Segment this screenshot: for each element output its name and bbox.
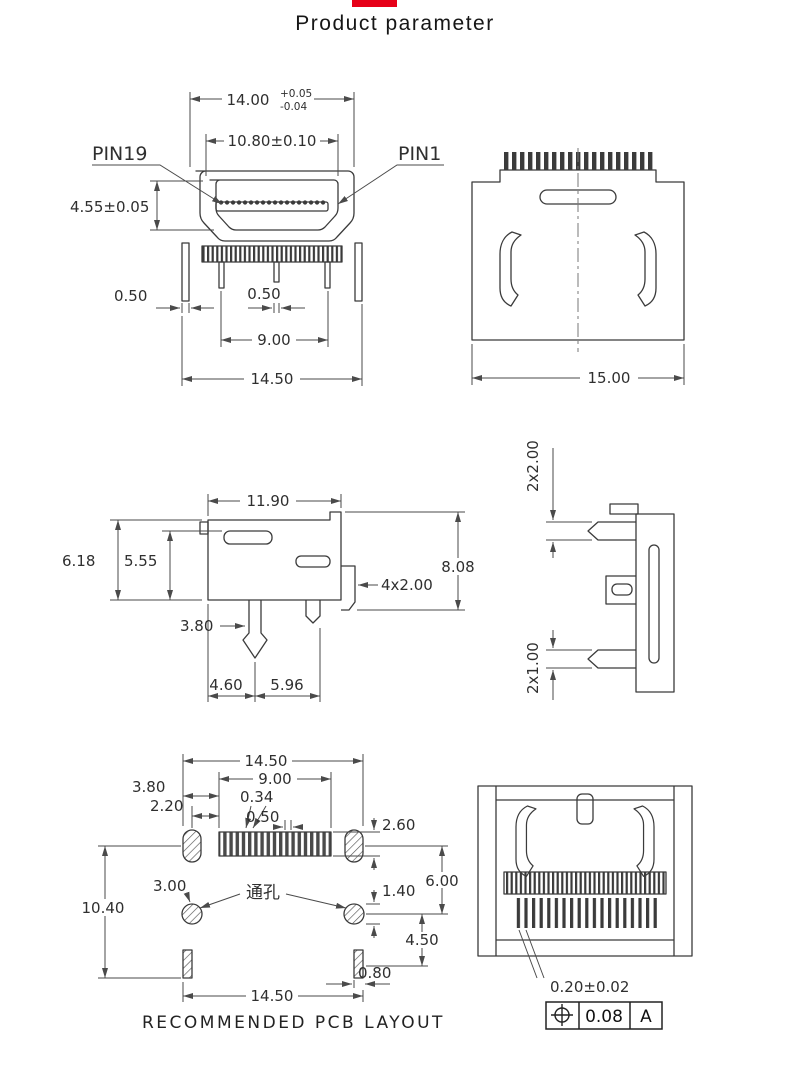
rear-side-view: 2x2.00 2x1.00: [524, 440, 675, 700]
page-title: Product parameter: [295, 12, 495, 35]
pin19-label: PIN19: [92, 143, 147, 165]
pin1-label: PIN1: [398, 143, 441, 165]
dim-side-leg-length: 3.80: [180, 617, 213, 635]
dim-leg-width-left: 0.50: [114, 287, 147, 305]
dim-front-width-tol-minus: -0.04: [280, 101, 307, 113]
mid-arm-slot: [611, 583, 633, 596]
snap-leg: [242, 600, 268, 659]
latch-spring-right: [634, 231, 657, 307]
dim-side-height-inner: 5.55: [124, 552, 157, 570]
dim-side-leg-spacing: 5.96: [270, 676, 303, 694]
dim-rear-top-tabs: 2x2.00: [524, 440, 542, 492]
tolerance-value: 0.08: [585, 1007, 623, 1027]
leg: [218, 261, 225, 289]
dim-top-width: 15.00: [588, 369, 631, 387]
body-outline: [471, 169, 685, 341]
solder-band: [201, 245, 343, 263]
dim-front-width: 14.00: [227, 91, 270, 109]
tab-slot-right: [353, 949, 364, 979]
contact-tongue: [215, 201, 329, 212]
tab-slot-left: [182, 949, 193, 979]
dim-front-overall-width: 14.50: [251, 370, 294, 388]
dim-pcb-pad-width: 0.34: [240, 788, 273, 806]
side-slot-upper: [223, 530, 273, 545]
connector-shell: [195, 170, 355, 242]
dim-pcb-overall-height: 10.40: [82, 899, 125, 917]
front-view: 14.00 +0.05 -0.04 10.80±0.10 PIN19 PIN1 …: [70, 88, 444, 388]
rear-slot: [648, 544, 660, 664]
leg: [324, 261, 331, 289]
short-leg: [305, 600, 321, 624]
hook-top: [587, 521, 636, 541]
dim-pcb-3-80: 3.80: [132, 778, 165, 796]
dim-side-width: 11.90: [247, 492, 290, 510]
through-hole-left: [181, 903, 203, 925]
dim-pcb-pad-row-width: 9.00: [258, 770, 291, 788]
side-tab: [199, 521, 209, 535]
mount-tab-right: [354, 242, 363, 302]
position-tolerance-icon: [551, 1004, 573, 1026]
pcb-layout-caption: RECOMMENDED PCB LAYOUT: [142, 1013, 445, 1033]
bottom-body: [477, 785, 693, 957]
dim-pcb-3-00: 3.00: [153, 877, 186, 895]
latch-spring-left: [499, 231, 522, 307]
leg: [273, 261, 280, 283]
dim-side-height-outer: 6.18: [62, 552, 95, 570]
dim-pcb-slot-width: 0.80: [358, 964, 391, 982]
side-foot: [341, 565, 356, 611]
dim-pcb-pad-length: 2.60: [382, 816, 415, 834]
oval-hole-right: [344, 829, 364, 863]
dim-pcb-hole-span: 6.00: [425, 872, 458, 890]
dim-front-height: 4.55±0.05: [70, 198, 149, 216]
hook-bottom: [587, 649, 636, 669]
rear-body: [635, 513, 675, 693]
dim-side-leg-offset: 4.60: [209, 676, 242, 694]
contact-band: [503, 871, 667, 895]
dim-pin-width: 0.20±0.02: [550, 978, 629, 996]
pad-strip: [218, 831, 332, 857]
dim-leg-span: 9.00: [257, 331, 290, 349]
side-body: [207, 511, 342, 601]
side-view: 11.90 6.18 5.55 4x2.00 8.08 3.80 4.60 5.…: [62, 492, 481, 702]
connector-opening: [209, 179, 339, 231]
dim-leg-width-center: 0.50: [247, 285, 280, 303]
mid-arm: [605, 575, 636, 605]
pin-row: [514, 898, 658, 928]
through-hole-label: 通孔: [246, 883, 280, 903]
center-slot: [576, 793, 594, 825]
through-hole-right: [343, 903, 365, 925]
dim-pcb-2-20: 2.20: [150, 797, 183, 815]
dim-opening-width: 10.80±0.10: [228, 132, 317, 150]
bottom-view: 0.20±0.02 0.08 A: [477, 785, 693, 1030]
dim-side-foot: 4x2.00: [381, 576, 433, 594]
top-view: 15.00: [471, 148, 685, 387]
dim-pcb-pad-pitch: 0.50: [246, 808, 279, 826]
tolerance-frame: 0.08 A: [545, 1001, 663, 1030]
dim-pcb-4-50: 4.50: [405, 931, 438, 949]
dim-side-height-overall: 8.08: [441, 558, 474, 576]
red-accent-box: [352, 0, 397, 7]
latch-spring-left: [515, 805, 537, 877]
oval-hole-left: [182, 829, 202, 863]
rear-top-tab: [609, 503, 639, 515]
dim-pcb-hole-dia: 1.40: [382, 882, 415, 900]
mount-tab-left: [181, 242, 190, 302]
side-slot-lower: [295, 555, 331, 568]
dim-rear-bottom-tabs: 2x1.00: [524, 642, 542, 694]
dim-pcb-overall-width-top: 14.50: [245, 752, 288, 770]
dim-front-width-tol-plus: +0.05: [280, 88, 312, 100]
pcb-layout: 14.50 9.00 3.80 2.20 0.34 0.50 2.60 3.00…: [78, 752, 466, 1033]
dim-pcb-overall-width-bottom: 14.50: [251, 987, 294, 1005]
tolerance-datum: A: [640, 1007, 652, 1027]
latch-spring-right: [633, 805, 655, 877]
